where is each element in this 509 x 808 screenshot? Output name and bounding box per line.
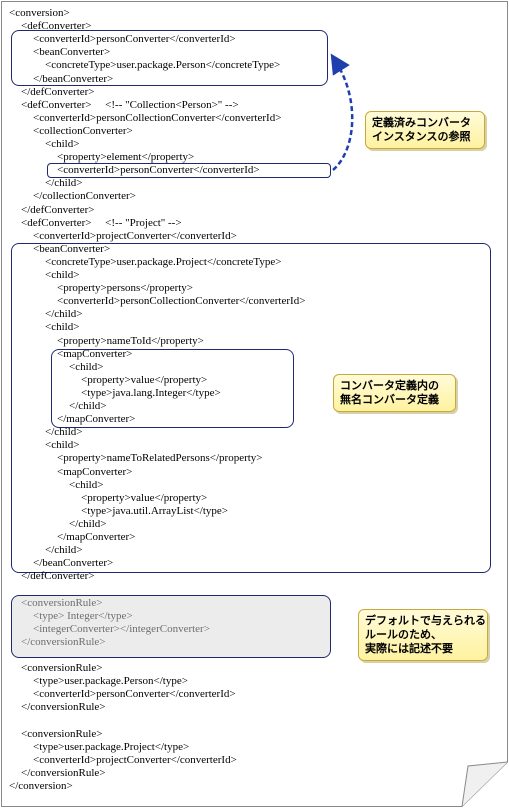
code-line: <converterId>personCollectionConverter</… (57, 295, 306, 308)
code-line: </mapConverter> (57, 531, 136, 543)
code-line: <child> (45, 269, 80, 281)
code-line: <conversion> (9, 7, 70, 19)
person-converter-box (11, 30, 328, 86)
code-line: <mapConverter> (57, 347, 133, 360)
code-line: <child> (45, 439, 80, 452)
code-line: <type>java.lang.Integer</type> (81, 386, 221, 399)
bean-converter-box (11, 243, 491, 573)
code-line: <child> (69, 478, 104, 491)
code-line: <defConverter> <!-- "Project" --> (21, 216, 182, 229)
callout-default-rule: デフォルトで与えられる ルールのため、 実際には記述不要 (358, 609, 488, 661)
code-line: </beanConverter> (33, 557, 114, 570)
code-line: <collectionConverter> (33, 124, 133, 137)
code-line: <defConverter> (21, 20, 92, 33)
code-line: <concreteType>user.package.Project</conc… (45, 255, 282, 268)
code-line: <type> Integer</type> (33, 609, 133, 622)
anonymous-map-converter-box (51, 349, 294, 428)
code-line: <property>nameToRelatedPersons</property… (57, 452, 263, 465)
code-line: </child> (69, 400, 107, 412)
code-line: <converterId>personCollectionConverter</… (33, 111, 282, 124)
code-line: </conversionRule> (21, 766, 106, 779)
code-line: <beanConverter> (33, 46, 111, 59)
code-line: <converterId>personConverter</converterI… (33, 33, 236, 46)
code-line: <type>java.util.ArrayList</type> (81, 504, 229, 517)
code-line: <property>value</property> (81, 491, 208, 504)
default-rule-box (11, 595, 331, 658)
code-line: <converterId>projectConverter</converter… (33, 229, 237, 242)
code-line: </beanConverter> (33, 72, 114, 85)
code-line: <property>nameToId</property> (57, 334, 204, 347)
code-line: </child> (45, 544, 83, 557)
code-line: </collectionConverter> (33, 190, 136, 203)
code-line: </child> (45, 426, 83, 439)
code-line: <child> (69, 360, 104, 373)
code-line: </child> (45, 308, 83, 321)
code-line: <beanConverter> (33, 242, 111, 255)
code-line: </defConverter> (21, 570, 95, 583)
code-line: <conversionRule> (21, 662, 103, 674)
code-line: </child> (45, 177, 83, 190)
code-line: <property>value</property> (81, 373, 208, 386)
code-line: </defConverter> (21, 203, 95, 216)
code-line: <child> (45, 321, 80, 334)
code-line: </conversionRule> (21, 635, 106, 648)
code-line: <property>persons</property> (57, 282, 194, 295)
code-line: <defConverter> <!-- "Collection<Person>"… (21, 98, 239, 111)
code-line: </conversionRule> (21, 701, 106, 714)
page-fold-icon (461, 761, 508, 807)
code-line: <type>user.package.Project</type> (33, 740, 190, 753)
code-line: <child> (45, 138, 80, 150)
code-line: <concreteType>user.package.Person</concr… (45, 59, 281, 72)
code-line: </child> (69, 517, 107, 530)
code-line: <property>element</property> (57, 151, 195, 164)
code-line: <conversionRule> (21, 727, 103, 740)
code-line: </defConverter> (21, 85, 95, 98)
callout-anonymous-converter: コンバータ定義内の 無名コンバータ定義 (333, 374, 456, 412)
code-line: <converterId>personConverter</converterI… (57, 164, 260, 177)
code-line: <conversionRule> (21, 596, 103, 609)
code-line: </conversion> (9, 779, 73, 792)
converter-reference-box (47, 163, 331, 178)
code-line: <mapConverter> (57, 465, 133, 478)
code-line: <integerConverter></integerConverter> (33, 622, 210, 635)
code-line: </mapConverter> (57, 413, 136, 426)
code-line: <type>user.package.Person</type> (33, 675, 188, 688)
code-line: <converterId>personConverter</converterI… (33, 688, 236, 701)
callout-predefined-reference: 定義済みコンバータ インスタンスの参照 (365, 111, 485, 149)
code-line: <converterId>projectConverter</converter… (33, 753, 237, 766)
